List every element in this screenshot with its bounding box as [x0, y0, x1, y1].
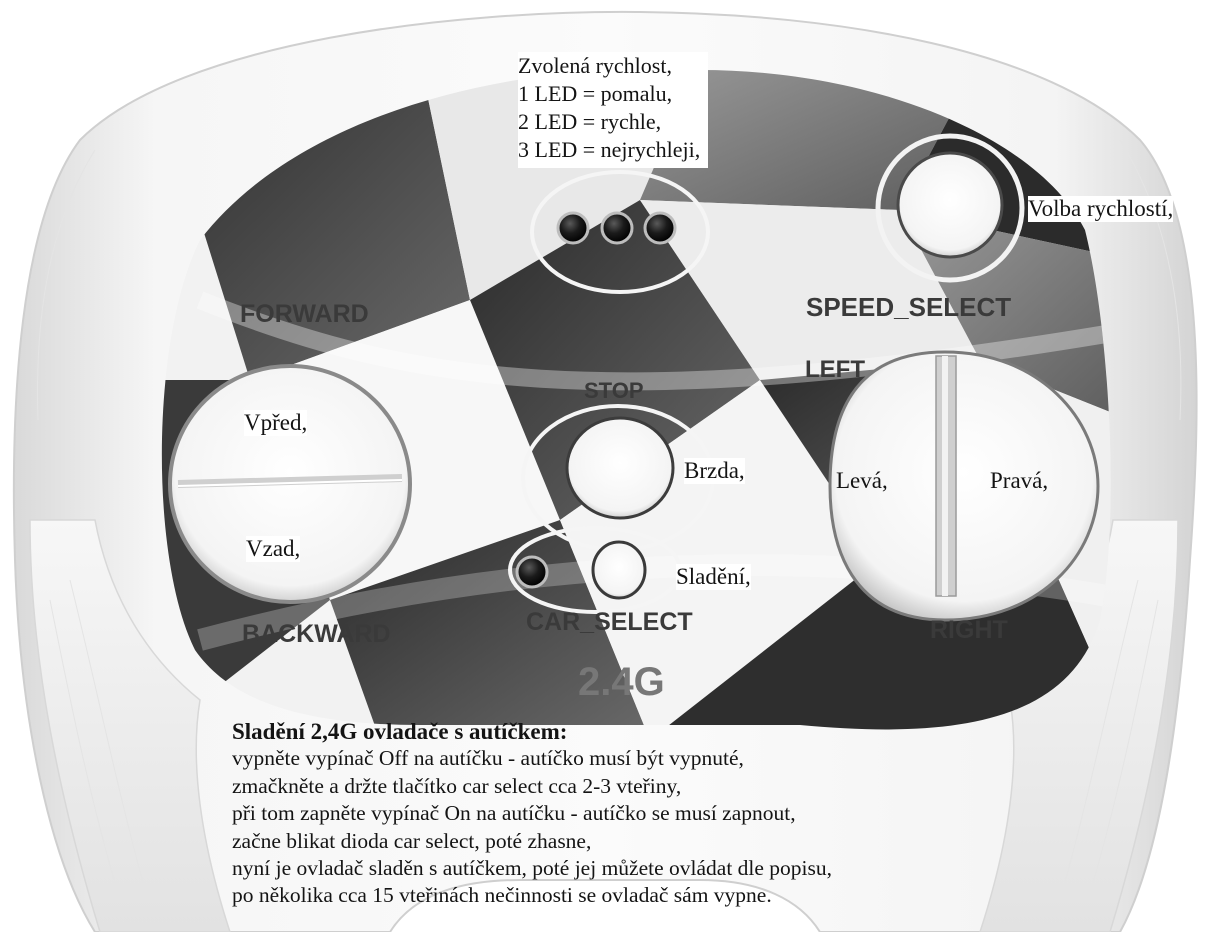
forward-label: Vpřed, [244, 410, 308, 436]
speed-led-3 [643, 211, 677, 245]
left-label: Levá, [836, 468, 888, 493]
instruction-line: vypněte vypínač Off na autíčku - autíčko… [232, 746, 744, 771]
right-print: RIGHT [930, 616, 1008, 644]
speed-note-line: 2 LED = rychle, [518, 109, 662, 134]
instruction-line: zmačkněte a držte tlačítko car select cc… [232, 773, 682, 798]
left-print: LEFT [805, 356, 865, 383]
backward-print: BACKWARD [242, 620, 391, 648]
stop-label: Brzda, [684, 458, 745, 484]
forward-print: FORWARD [240, 300, 369, 328]
speed-note-line: Zvolená rychlost, [518, 53, 672, 78]
instruction-line: po několika cca 15 vteřinách nečinnosti … [232, 883, 772, 908]
pairing-instructions: Sladění 2,4G ovladače s autíčkem: vypnět… [232, 718, 832, 910]
speed-leds-note: Zvolená rychlost, 1 LED = pomalu, 2 LED … [518, 52, 709, 168]
right-label: Pravá, [990, 468, 1049, 493]
speed-leds [556, 211, 677, 245]
instruction-line: nyní je ovladač sladěn s autíčkem, poté … [232, 855, 833, 880]
led-ring [530, 170, 710, 294]
instructions-title: Sladění 2,4G ovladače s autíčkem: [232, 719, 568, 744]
speed-select-button [896, 151, 1004, 259]
speed-led-1 [556, 211, 590, 245]
stop-button [565, 416, 675, 520]
backward-label: Vzad, [246, 536, 301, 562]
speed-led-2 [600, 211, 634, 245]
speed-note-line: 3 LED = nejrychleji, [518, 137, 701, 162]
left-right-button [828, 350, 1100, 622]
stop-print: STOP [584, 378, 644, 403]
band-print: 2.4G [578, 660, 665, 704]
instruction-line: začne blikat dioda car select, poté zhas… [232, 828, 592, 853]
car-select-label: Sladění, [676, 564, 751, 590]
speed-button-label: Volba rychlostí, [1028, 196, 1174, 222]
car-select-led [515, 555, 549, 589]
speed-select-ring [875, 133, 1025, 283]
car-select-button [591, 540, 647, 600]
speed-select-print: SPEED_SELECT [806, 292, 1012, 322]
car-select-print: CAR_SELECT [526, 608, 693, 636]
instruction-line: při tom zapněte vypínač On na autíčku - … [232, 801, 796, 826]
speed-note-line: 1 LED = pomalu, [518, 81, 673, 106]
